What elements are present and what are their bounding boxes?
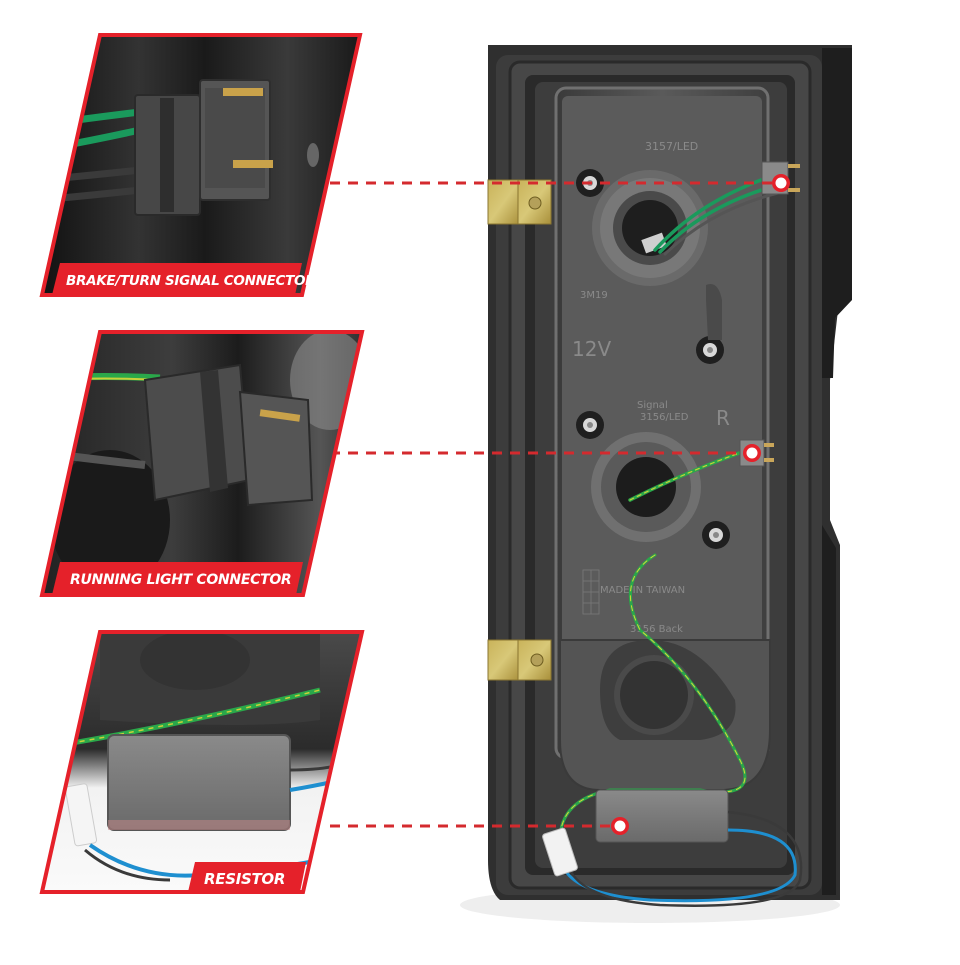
callout-markers xyxy=(611,174,790,835)
screw xyxy=(702,521,730,549)
part-code: 3M19 xyxy=(580,290,608,301)
callout-panel-resistor: RESISTOR xyxy=(39,630,365,894)
signal-label: Signal xyxy=(637,400,668,411)
socket-marking-top: 3157/LED xyxy=(645,140,698,153)
signal-socket-marking: 3156/LED xyxy=(640,412,689,423)
callout-label-running-light: RUNNING LIGHT CONNECTOR xyxy=(70,572,291,588)
voltage-marking: 12V xyxy=(572,337,611,361)
resistor-icon xyxy=(107,734,291,831)
mounting-clip-top xyxy=(487,179,552,225)
tail-light-housing: 3157/LED 3M19 12V Signal 3156/LED R MADE… xyxy=(460,45,852,923)
running-light-socket xyxy=(591,432,701,542)
side-marker: R xyxy=(716,406,730,430)
callout-label-resistor: RESISTOR xyxy=(204,870,285,888)
back-socket-marking: 3156 Back xyxy=(630,624,683,635)
resistor-module xyxy=(542,789,803,907)
origin-marking: MADE IN TAIWAN xyxy=(600,585,685,596)
brake-turn-connector-icon xyxy=(134,79,273,216)
screw xyxy=(696,336,724,364)
running-light-wires xyxy=(628,448,750,502)
callout-panel-running-light: RUNNING LIGHT CONNECTOR xyxy=(39,330,365,597)
callout-lines xyxy=(330,181,775,828)
backup-light-socket xyxy=(600,640,736,740)
mounting-clip-bottom xyxy=(487,639,552,681)
running-light-connector-icon xyxy=(143,363,314,507)
callout-label-brake-turn: BRAKE/TURN SIGNAL CONNECTOR xyxy=(66,273,315,289)
brake-turn-socket xyxy=(592,170,708,286)
screw xyxy=(576,411,604,439)
circuit-emboss xyxy=(582,569,600,615)
callout-panel-brake-turn: BRAKE/TURN SIGNAL CONNECTOR xyxy=(39,33,363,297)
resistor-feed-wire xyxy=(558,553,747,842)
